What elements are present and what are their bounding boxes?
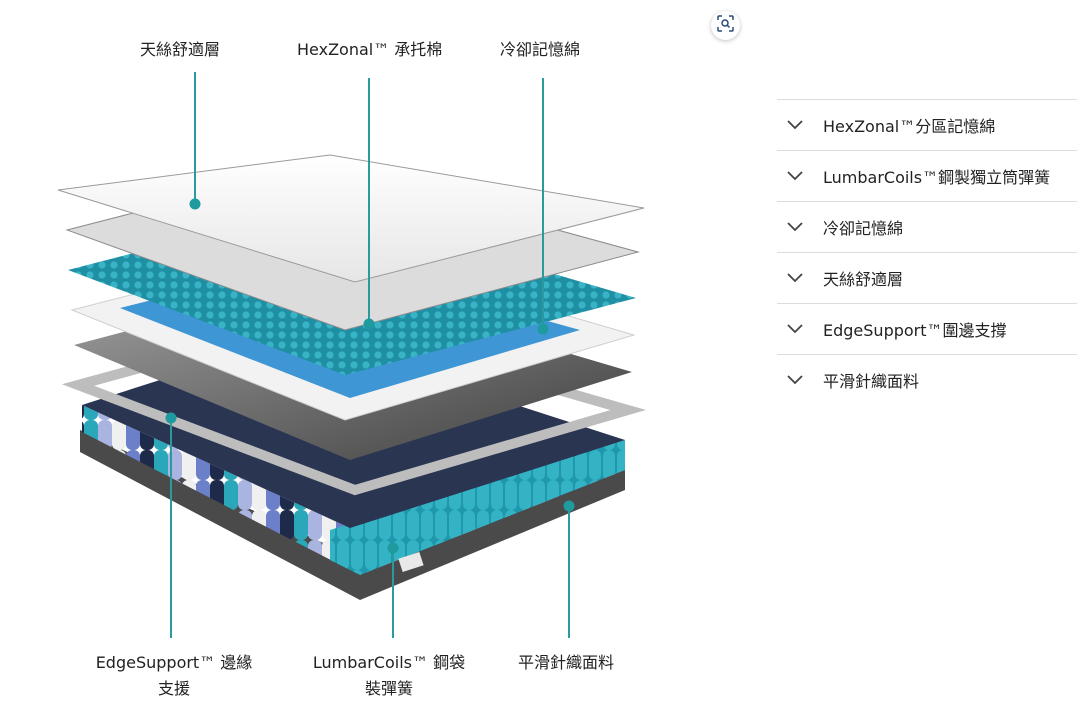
accordion-item-cooling-foam[interactable]: 冷卻記憶綿: [777, 201, 1077, 252]
callout-cooling-foam: 冷卻記憶綿: [500, 40, 581, 59]
accordion-item-knit-fabric[interactable]: 平滑針織面料: [777, 354, 1077, 405]
callout-dot: [363, 318, 375, 330]
callout-dot: [537, 323, 549, 335]
zoom-button[interactable]: [711, 11, 740, 40]
callout-tencel: 天絲舒適層: [140, 40, 221, 59]
callout-dot: [165, 412, 177, 424]
callout-edgesupport: EdgeSupport™ 邊緣 支援: [95, 653, 253, 698]
brand-label: [398, 551, 424, 573]
accordion-label: 平滑針織面料: [823, 372, 920, 391]
accordion-item-lumbarcoils[interactable]: LumbarCoils™鋼製獨立筒彈簧: [777, 150, 1077, 201]
chevron-down-icon: [777, 273, 823, 283]
chevron-down-icon: [777, 375, 823, 385]
features-accordion: HexZonal™分區記憶綿 LumbarCoils™鋼製獨立筒彈簧 冷卻記憶綿…: [777, 99, 1077, 405]
callout-dot: [189, 198, 201, 210]
chevron-down-icon: [777, 171, 823, 181]
mattress-illustration: [57, 72, 646, 638]
callout-lumbarcoils: LumbarCoils™ 鋼袋 裝彈簧: [312, 653, 466, 698]
tencel-top-layer: [57, 154, 645, 283]
mattress-layers-diagram: 天絲舒適層 HexZonal™ 承托棉 冷卻記憶綿 EdgeSupport™ 邊…: [57, 40, 646, 698]
callout-dot: [387, 542, 399, 554]
accordion-item-tencel[interactable]: 天絲舒適層: [777, 252, 1077, 303]
accordion-label: HexZonal™分區記憶綿: [823, 117, 996, 136]
accordion-item-hexzonal[interactable]: HexZonal™分區記憶綿: [777, 99, 1077, 150]
callout-knit-fabric: 平滑針織面料: [518, 653, 615, 672]
accordion-label: EdgeSupport™圍邊支撐: [823, 321, 1007, 340]
accordion-label: LumbarCoils™鋼製獨立筒彈簧: [823, 168, 1051, 187]
accordion-label: 冷卻記憶綿: [823, 219, 904, 238]
zoom-scan-icon: [717, 15, 734, 36]
accordion-label: 天絲舒適層: [823, 270, 904, 289]
callout-dot: [563, 500, 575, 512]
chevron-down-icon: [777, 324, 823, 334]
callout-hexzonal: HexZonal™ 承托棉: [297, 40, 443, 59]
chevron-down-icon: [777, 120, 823, 130]
chevron-down-icon: [777, 222, 823, 232]
accordion-item-edgesupport[interactable]: EdgeSupport™圍邊支撐: [777, 303, 1077, 354]
